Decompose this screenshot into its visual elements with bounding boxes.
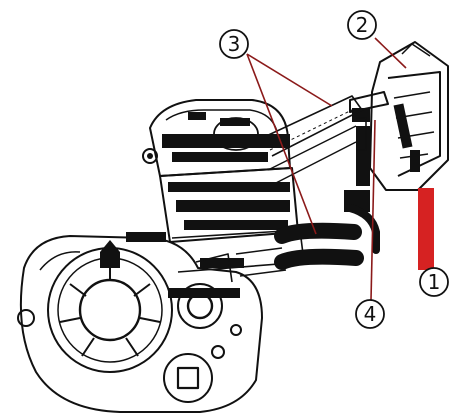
leader-line-3b bbox=[246, 53, 317, 235]
engine-illustration bbox=[17, 41, 449, 413]
radiator-assembly bbox=[344, 41, 449, 212]
coolant-hoses bbox=[261, 95, 367, 187]
callout-3-label: 3 bbox=[228, 32, 241, 56]
highlight-marker bbox=[418, 188, 434, 270]
leader-line-4 bbox=[370, 119, 376, 301]
callout-2: 2 bbox=[347, 10, 377, 40]
callout-4-label: 4 bbox=[364, 302, 377, 326]
callout-1-label: 1 bbox=[428, 270, 441, 294]
callout-3: 3 bbox=[219, 29, 249, 59]
cylinder-head bbox=[142, 99, 291, 177]
cylinder-barrel bbox=[159, 167, 305, 273]
crankcase bbox=[17, 232, 263, 413]
callout-2-label: 2 bbox=[356, 13, 369, 37]
lower-hoses bbox=[235, 204, 380, 277]
callout-1: 1 bbox=[419, 267, 449, 297]
leader-line-2 bbox=[374, 37, 407, 69]
leader-line-3a bbox=[246, 53, 333, 107]
callout-4: 4 bbox=[355, 299, 385, 329]
leader-lines bbox=[246, 37, 407, 301]
